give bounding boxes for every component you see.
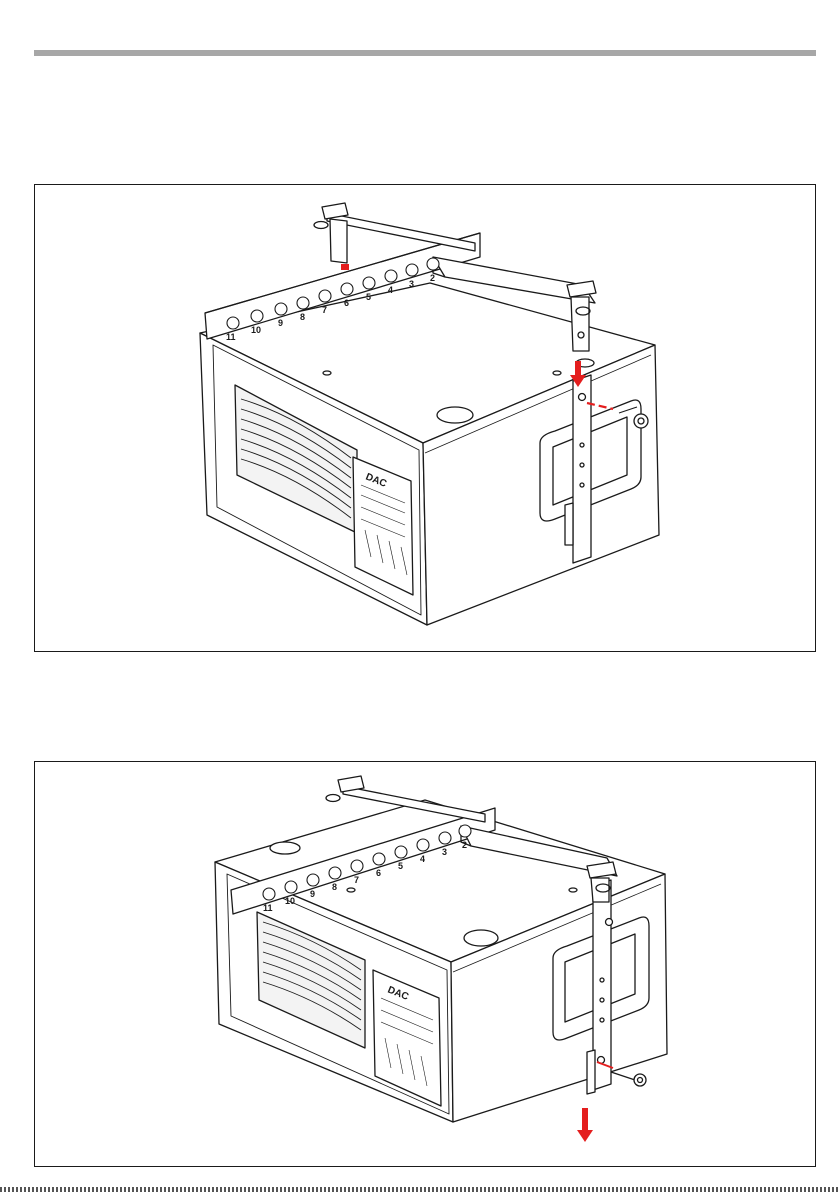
angle-label: 8 <box>332 882 337 892</box>
angle-label: 2 <box>462 840 467 850</box>
angle-label: 9 <box>278 318 283 328</box>
angle-marker <box>341 264 349 270</box>
quick-release-pin <box>634 414 648 428</box>
top-pole-mount-hole <box>437 407 473 423</box>
angle-label: 4 <box>388 285 393 295</box>
figure-2-frame: 11 10 9 8 7 6 5 4 3 2 DAC <box>34 761 816 1167</box>
figure-2-illustration: 11 10 9 8 7 6 5 4 3 2 DAC <box>35 762 815 1166</box>
down-arrow-shaft <box>575 361 581 377</box>
angle-label: 6 <box>344 298 349 308</box>
angle-label: 10 <box>251 325 261 335</box>
angle-label: 11 <box>226 332 236 342</box>
down-arrow-shaft <box>582 1108 588 1132</box>
angle-label: 3 <box>442 847 447 857</box>
angle-label: 5 <box>398 861 403 871</box>
angle-label: 6 <box>376 868 381 878</box>
angle-label: 5 <box>366 292 371 302</box>
top-pole-mount-hole <box>464 930 498 946</box>
angle-label: 10 <box>285 896 295 906</box>
quick-release-pin <box>634 1074 646 1086</box>
angle-label: 2 <box>430 273 435 283</box>
angle-label: 7 <box>322 305 327 315</box>
angle-label: 8 <box>300 312 305 322</box>
figure-1-illustration: 11 10 9 8 7 6 5 4 3 2 DAC <box>35 185 815 651</box>
header-rule <box>34 50 816 56</box>
footer-rule <box>0 1187 840 1192</box>
figure-1-frame: 11 10 9 8 7 6 5 4 3 2 DAC <box>34 184 816 652</box>
angle-label: 3 <box>409 279 414 289</box>
down-arrow-icon <box>577 1130 593 1142</box>
angle-label: 7 <box>354 875 359 885</box>
angle-label: 11 <box>263 903 273 913</box>
angle-label: 4 <box>420 854 425 864</box>
angle-label: 9 <box>310 889 315 899</box>
